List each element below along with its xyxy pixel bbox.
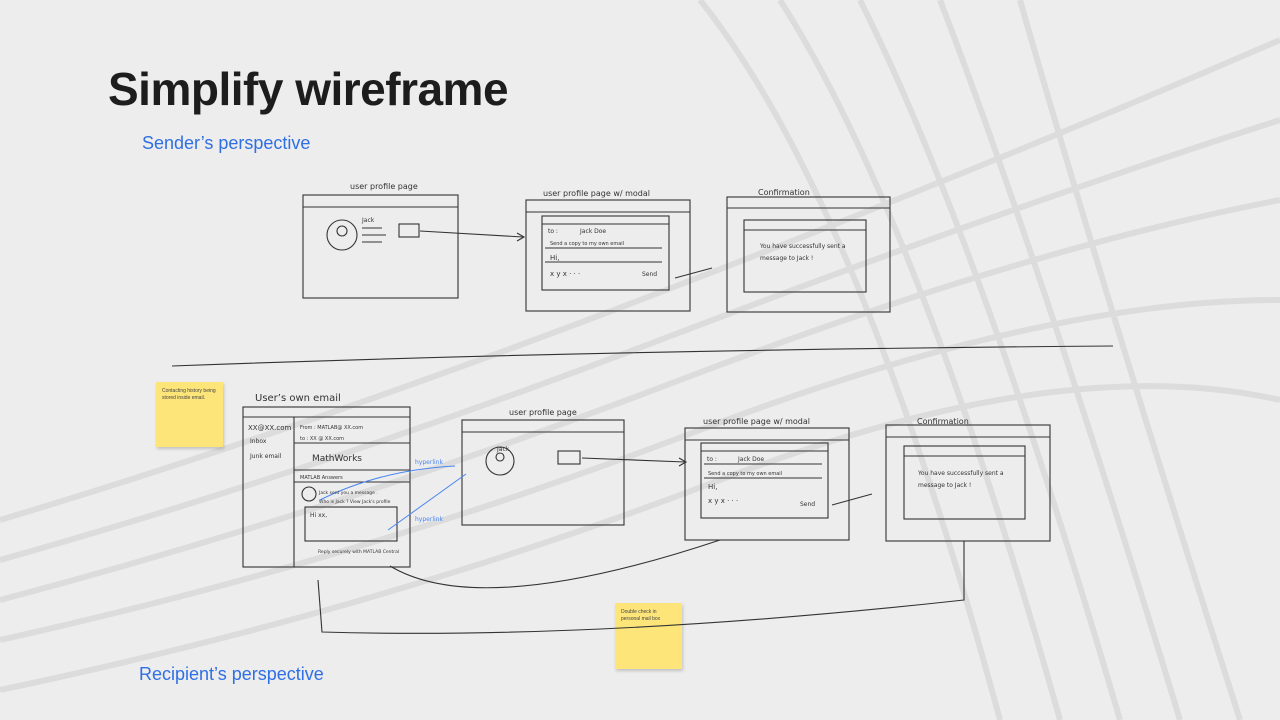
message-body: x y x · · · [708, 497, 738, 505]
sticky-note-history: Contacting history being stored inside e… [156, 382, 223, 447]
to-field: to : [707, 456, 717, 463]
sender-perspective-label: Sender’s perspective [142, 133, 311, 153]
label-confirmation-2: Confirmation [917, 417, 969, 426]
email-account: XX@XX.com [248, 424, 292, 432]
matlab-answers: MATLAB Answers [300, 475, 343, 481]
label-profile-modal: user profile page w/ modal [543, 189, 650, 198]
mathworks-logo: MathWorks [312, 454, 362, 464]
send-button: Send [800, 501, 815, 508]
sticky-note-text: Double check in personal mail box [621, 609, 661, 622]
reply-securely: Reply securely with MATLAB Central [318, 549, 399, 555]
inbox: Inbox [250, 438, 267, 445]
who-is-link: Who is Jack ? View Jack's profile [319, 499, 391, 505]
sticky-note-text: Contacting history being stored inside e… [162, 388, 216, 401]
label-profile-page-2: user profile page [509, 408, 577, 417]
confirm-message: You have successfully sent a [759, 243, 846, 250]
hyperlink-note: hyperlink [415, 516, 443, 523]
email-greeting: Hi xx, [310, 512, 327, 519]
recipient-chip: Jack Doe [579, 228, 606, 235]
send-copy-checkbox: Send a copy to my own email [708, 471, 782, 477]
confirm-message: message to Jack ! [760, 255, 813, 262]
label-own-email: User’s own email [255, 393, 341, 404]
page-title: Simplify wireframe [108, 63, 509, 115]
label-profile-modal-2: user profile page w/ modal [703, 417, 810, 426]
confirm-message: message to Jack ! [918, 482, 971, 489]
message-greeting: Hi, [550, 254, 559, 262]
send-copy-checkbox: Send a copy to my own email [550, 241, 624, 247]
message-body: x y x · · · [550, 270, 580, 278]
jack-name: Jack [496, 446, 510, 453]
to-field: to : [548, 228, 558, 235]
email-from: From : MATLAB@ XX.com [300, 425, 363, 431]
recipient-perspective-label: Recipient’s perspective [139, 664, 324, 684]
jack-name: Jack [361, 217, 375, 224]
label-profile-page: user profile page [350, 182, 418, 191]
confirm-message: You have successfully sent a [917, 470, 1004, 477]
label-confirmation: Confirmation [758, 188, 810, 197]
sent-message: Jack sent you a message . [318, 490, 378, 496]
message-greeting: Hi, [708, 483, 717, 491]
send-button: Send [642, 271, 657, 278]
recipient-chip: Jack Doe [737, 456, 764, 463]
email-to: to : XX @ XX.com [300, 436, 344, 442]
junk-email: Junk email [249, 453, 282, 460]
hyperlink-note: hyperlink [415, 459, 443, 466]
sticky-note-double-check: Double check in personal mail box [615, 603, 682, 669]
